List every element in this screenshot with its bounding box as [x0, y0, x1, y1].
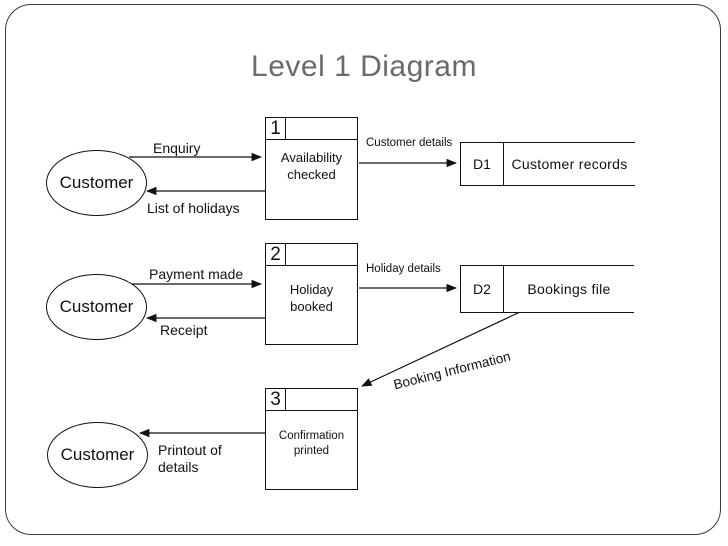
flow-label-payment-made: Payment made: [149, 266, 244, 282]
process-header: 3: [266, 389, 357, 411]
datastore-label: Customer records: [511, 156, 628, 172]
slide-border: [5, 4, 721, 535]
slide-title: Level 1 Diagram: [251, 50, 477, 83]
process-label: Holiday booked: [289, 282, 334, 314]
entity-label: Customer: [59, 297, 134, 316]
entity-customer-2: Customer: [46, 274, 147, 340]
process-number: 2: [266, 244, 286, 265]
process-box-1: 1 Availability checked: [265, 117, 358, 220]
flow-label-printout-of-details: Printout of details: [158, 442, 222, 475]
process-header: 2: [266, 244, 357, 266]
process-box-2: 2 Holiday booked: [265, 243, 358, 345]
arrow-booking-information: [361, 311, 521, 387]
datastore-d2: D2 Bookings file: [460, 265, 634, 313]
process-header: 1: [266, 118, 357, 140]
flow-label-enquiry: Enquiry: [153, 140, 201, 156]
process-label: Availability checked: [280, 150, 343, 182]
datastore-d1: D1 Customer records: [460, 142, 635, 186]
datastore-label: Bookings file: [527, 281, 611, 297]
datastore-id: D2: [461, 266, 504, 312]
entity-label: Customer: [60, 445, 135, 464]
flow-label-list-of-holidays: List of holidays: [147, 200, 240, 216]
flow-label-customer-details: Customer details: [366, 137, 453, 149]
process-box-3: 3 Confirmation printed: [265, 388, 358, 490]
flow-label-holiday-details: Holiday details: [366, 263, 441, 275]
process-label: Confirmation printed: [278, 430, 345, 457]
entity-label: Customer: [59, 173, 134, 192]
entity-customer-3: Customer: [47, 422, 148, 488]
process-number: 1: [266, 118, 286, 139]
flow-label-receipt: Receipt: [160, 322, 208, 338]
entity-customer-1: Customer: [46, 150, 147, 216]
datastore-id: D1: [461, 143, 504, 185]
process-number: 3: [266, 389, 286, 410]
